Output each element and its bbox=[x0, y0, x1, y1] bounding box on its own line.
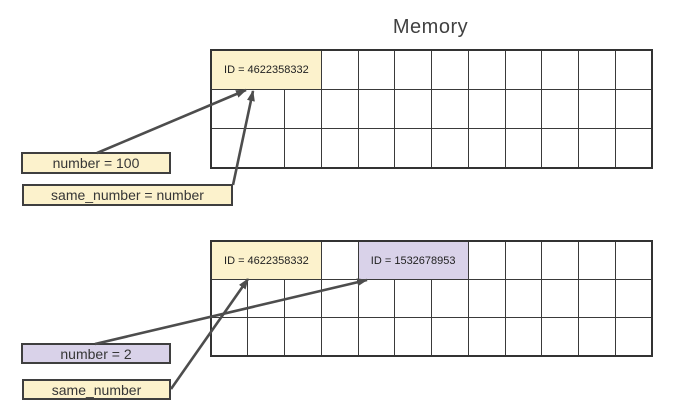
memory-cell bbox=[284, 317, 322, 357]
memory-cell bbox=[578, 128, 616, 169]
memory-cell bbox=[467, 49, 506, 90]
memory-cell bbox=[578, 317, 616, 357]
memory-cell bbox=[431, 49, 469, 90]
memory-cell bbox=[357, 128, 396, 169]
memory-cell bbox=[320, 49, 359, 90]
memory-cell bbox=[504, 49, 543, 90]
memory-cell bbox=[578, 49, 616, 90]
memory-cell bbox=[614, 279, 653, 318]
memory-cell bbox=[578, 240, 616, 280]
memory-cell bbox=[614, 128, 653, 169]
memory-cell bbox=[357, 49, 396, 90]
memory-cell bbox=[614, 240, 653, 280]
memory-cell bbox=[210, 89, 285, 129]
memory-cell bbox=[320, 279, 359, 318]
memory-cell bbox=[357, 317, 396, 357]
label-same-number: same_number bbox=[22, 379, 171, 400]
memory-cell bbox=[247, 317, 285, 357]
memory-cell bbox=[541, 89, 580, 129]
label-number-2: number = 2 bbox=[21, 343, 171, 364]
memory-cell bbox=[467, 279, 506, 318]
memory-cell bbox=[541, 279, 580, 318]
memory-cell bbox=[320, 128, 359, 169]
diagram-title: Memory bbox=[392, 16, 469, 38]
memory-cell bbox=[504, 128, 543, 169]
memory-cell bbox=[541, 240, 580, 280]
memory-cell bbox=[467, 128, 506, 169]
memory-cell bbox=[394, 128, 433, 169]
memory-cell bbox=[578, 279, 616, 318]
memory-cell bbox=[504, 279, 543, 318]
label-same-number-equals-number: same_number = number bbox=[22, 184, 233, 206]
memory-cell bbox=[614, 49, 653, 90]
memory-cell bbox=[357, 89, 396, 129]
memory-cell bbox=[431, 279, 469, 318]
memory-cell bbox=[210, 128, 285, 169]
memory-cell bbox=[541, 128, 580, 169]
memory-cell bbox=[578, 89, 616, 129]
id-cell-lower-4622358332: ID = 4622358332 bbox=[210, 240, 322, 280]
memory-cell bbox=[614, 89, 653, 129]
memory-cell bbox=[320, 317, 359, 357]
memory-cell bbox=[247, 279, 285, 318]
memory-cell bbox=[210, 317, 249, 357]
id-cell-lower-1532678953: ID = 1532678953 bbox=[357, 240, 469, 280]
memory-cell bbox=[394, 89, 433, 129]
memory-cell bbox=[394, 317, 433, 357]
memory-cell bbox=[467, 89, 506, 129]
memory-cell bbox=[394, 49, 433, 90]
memory-cell bbox=[467, 240, 506, 280]
memory-cell bbox=[284, 128, 322, 169]
memory-grid-lower: ID = 4622358332 ID = 1532678953 bbox=[210, 240, 654, 357]
memory-cell bbox=[284, 279, 322, 318]
memory-cell bbox=[431, 317, 469, 357]
memory-cell bbox=[431, 89, 469, 129]
memory-cell bbox=[394, 279, 433, 318]
memory-cell bbox=[320, 89, 359, 129]
memory-cell bbox=[541, 49, 580, 90]
memory-cell bbox=[431, 128, 469, 169]
memory-grid-upper: ID = 4622358332 bbox=[210, 49, 654, 169]
label-number-100: number = 100 bbox=[21, 152, 171, 174]
memory-cell bbox=[284, 89, 322, 129]
memory-cell bbox=[614, 317, 653, 357]
memory-cell bbox=[504, 240, 543, 280]
memory-cell bbox=[320, 240, 359, 280]
memory-cell bbox=[541, 317, 580, 357]
memory-cell bbox=[357, 279, 396, 318]
memory-cell bbox=[467, 317, 506, 357]
memory-cell bbox=[210, 279, 249, 318]
memory-cell bbox=[504, 89, 543, 129]
id-cell-upper-4622358332: ID = 4622358332 bbox=[210, 49, 322, 90]
memory-cell bbox=[504, 317, 543, 357]
